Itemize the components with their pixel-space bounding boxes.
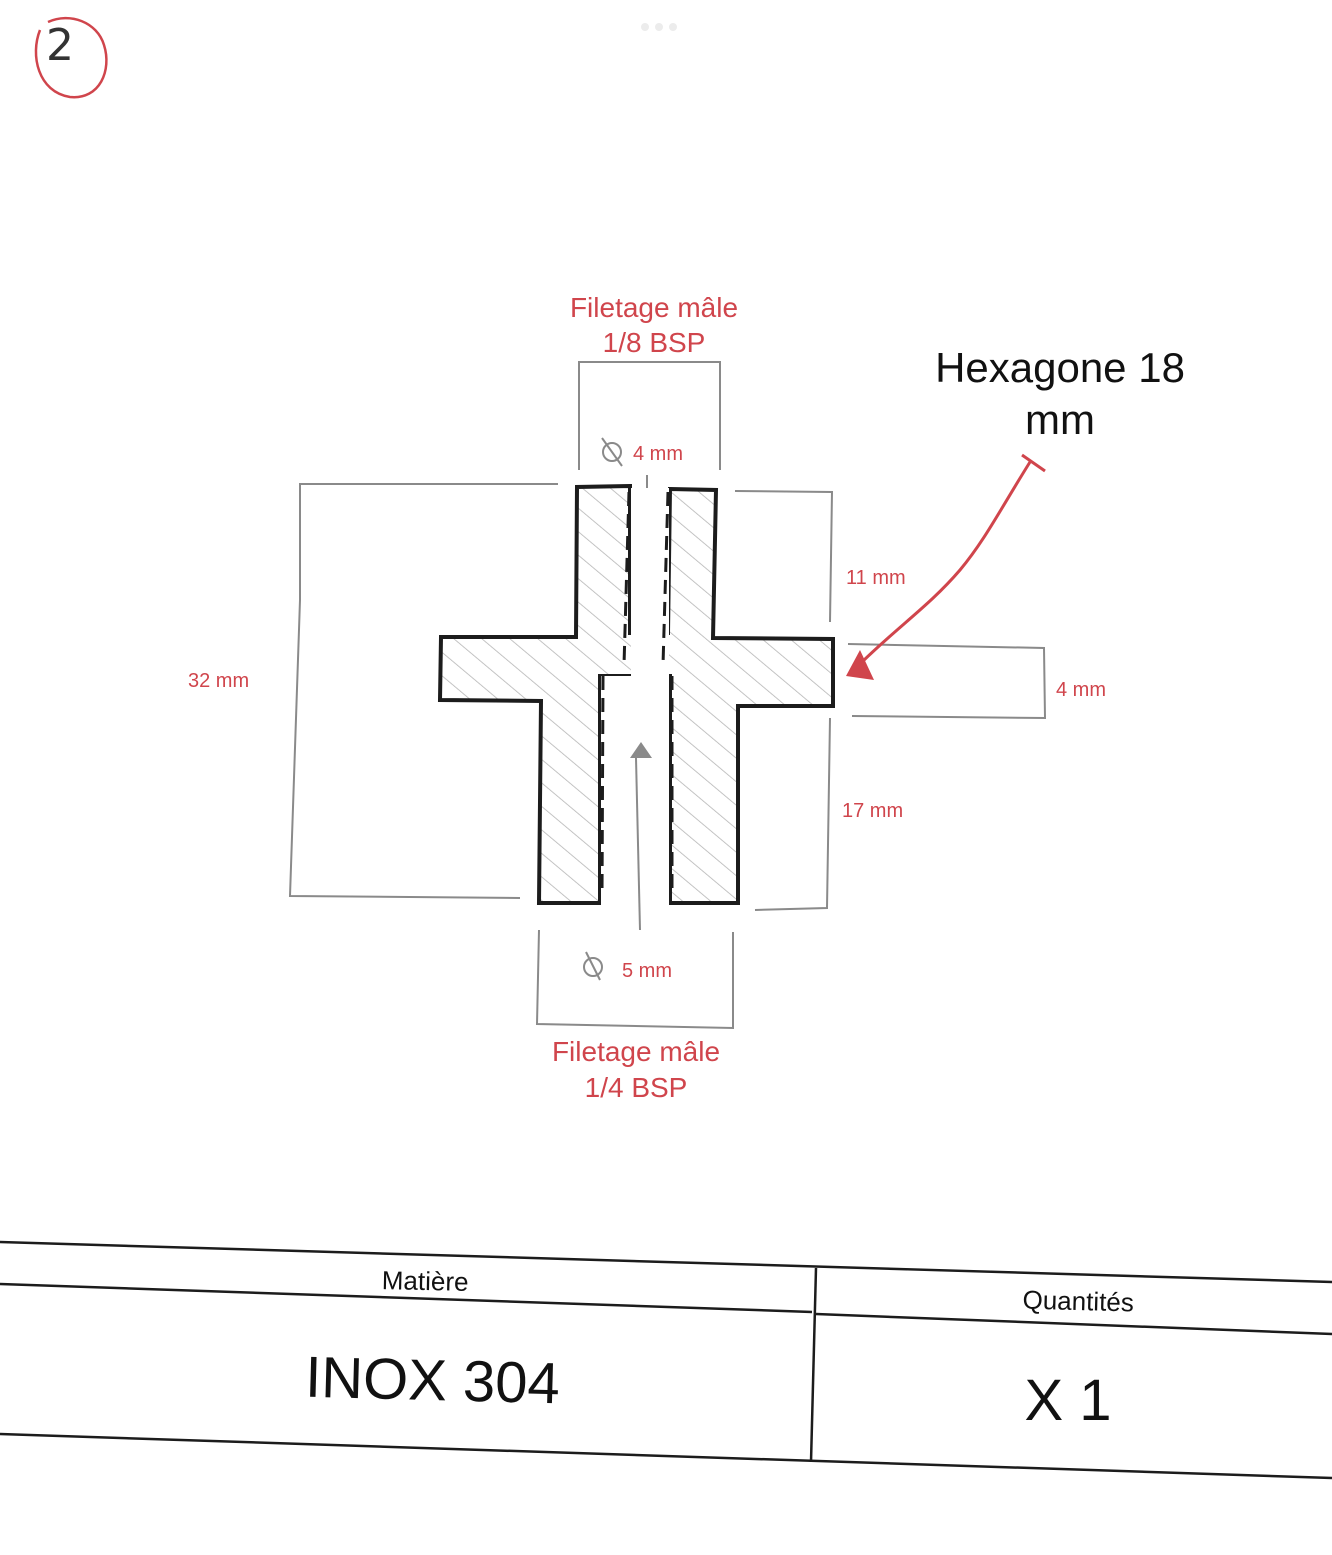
dot	[655, 23, 663, 31]
diameter-icon	[601, 437, 623, 467]
hexagon-callout: Hexagone 18 mm	[846, 344, 1185, 680]
material-value: INOX 304	[304, 1345, 560, 1417]
arrowhead-icon	[846, 650, 874, 680]
hex-thickness-dimension: 4 mm	[847, 643, 1106, 720]
upper-length-dimension: 11 mm	[734, 490, 906, 623]
dim-top-bore: 4 mm	[633, 443, 683, 465]
page-number-badge: 2	[34, 16, 108, 99]
dot	[669, 23, 677, 31]
diameter-icon	[583, 951, 603, 981]
thread-top-line2: 1/8 BSP	[603, 327, 706, 358]
dim-hex-thickness: 4 mm	[1056, 679, 1106, 701]
total-height-dimension: 32 mm	[188, 483, 558, 899]
page-number: 2	[46, 20, 74, 71]
dim-bottom-bore: 5 mm	[622, 960, 672, 982]
dim-lower-length: 17 mm	[842, 800, 903, 822]
thread-top-line1: Filetage mâle	[570, 292, 738, 323]
dim-upper-length: 11 mm	[846, 567, 906, 589]
thread-bottom-line1: Filetage mâle	[552, 1036, 720, 1067]
lower-length-dimension: 17 mm	[754, 717, 903, 911]
part-section	[437, 483, 835, 906]
window-dots	[638, 18, 680, 36]
title-block: Matière INOX 304 Quantités X 1	[0, 1240, 1332, 1480]
material-header: Matière	[382, 1265, 469, 1297]
dot	[641, 23, 649, 31]
quantity-value: X 1	[1024, 1368, 1111, 1433]
bottom-bore-dimension: 5 mm	[535, 742, 734, 1030]
dim-total-height: 32 mm	[188, 670, 249, 692]
quantity-header: Quantités	[1022, 1285, 1134, 1318]
thread-bottom-line2: 1/4 BSP	[585, 1072, 688, 1103]
hexagon-line2: mm	[1025, 396, 1095, 443]
hexagon-line1: Hexagone 18	[935, 344, 1185, 391]
